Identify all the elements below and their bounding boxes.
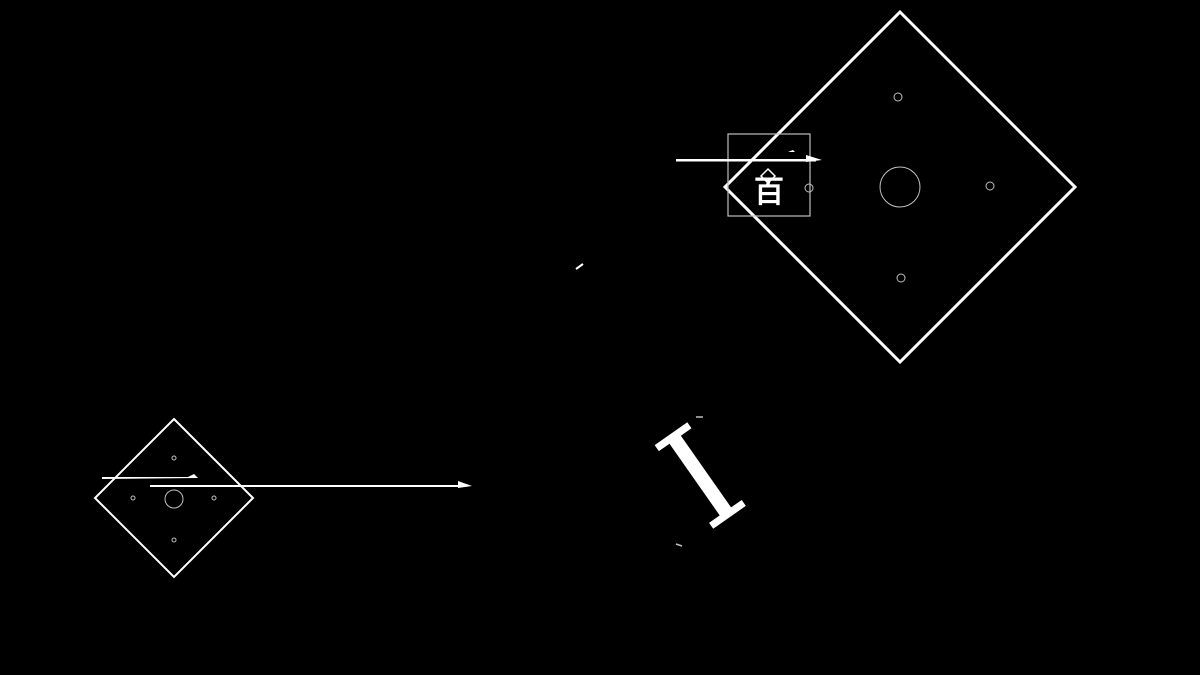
small-diamond-long-stroke-tip	[458, 481, 472, 488]
rotated-serif-letter: I	[633, 396, 772, 561]
small-diamond-outline	[93, 417, 255, 579]
large-diamond-center-circle	[879, 166, 921, 208]
small-diamond-dot-right	[211, 495, 217, 501]
small-diamond-center-circle	[164, 489, 184, 509]
kanji-long-stroke	[676, 159, 816, 162]
rotated-letter-group: I	[633, 396, 772, 561]
large-diamond-dot-bottom	[896, 273, 906, 283]
kanji-frame-square	[727, 133, 811, 217]
large-diamond-group	[722, 9, 1078, 365]
large-diamond-dot-top	[893, 92, 903, 102]
small-diamond-dot-top	[171, 455, 177, 461]
kanji-frame-group: 百	[676, 133, 822, 217]
large-diamond-dot-right	[985, 181, 995, 191]
large-diamond-outline	[722, 9, 1078, 365]
kanji-glyph: 百	[754, 175, 784, 210]
letter-fragment-bottom	[675, 543, 683, 547]
small-diamond-dot-left	[130, 495, 136, 501]
small-diamond-dot-bottom	[171, 537, 177, 543]
small-diamond-short-stroke	[102, 474, 198, 479]
floating-fragment-stroke	[575, 263, 584, 270]
kanji-long-stroke-tip	[806, 155, 822, 162]
kanji-top-stroke	[715, 150, 795, 152]
large-diamond-dot-left	[804, 183, 814, 193]
small-diamond-long-stroke	[150, 485, 462, 487]
kanji-small-diamond	[759, 167, 777, 185]
small-diamond-group	[93, 417, 472, 579]
